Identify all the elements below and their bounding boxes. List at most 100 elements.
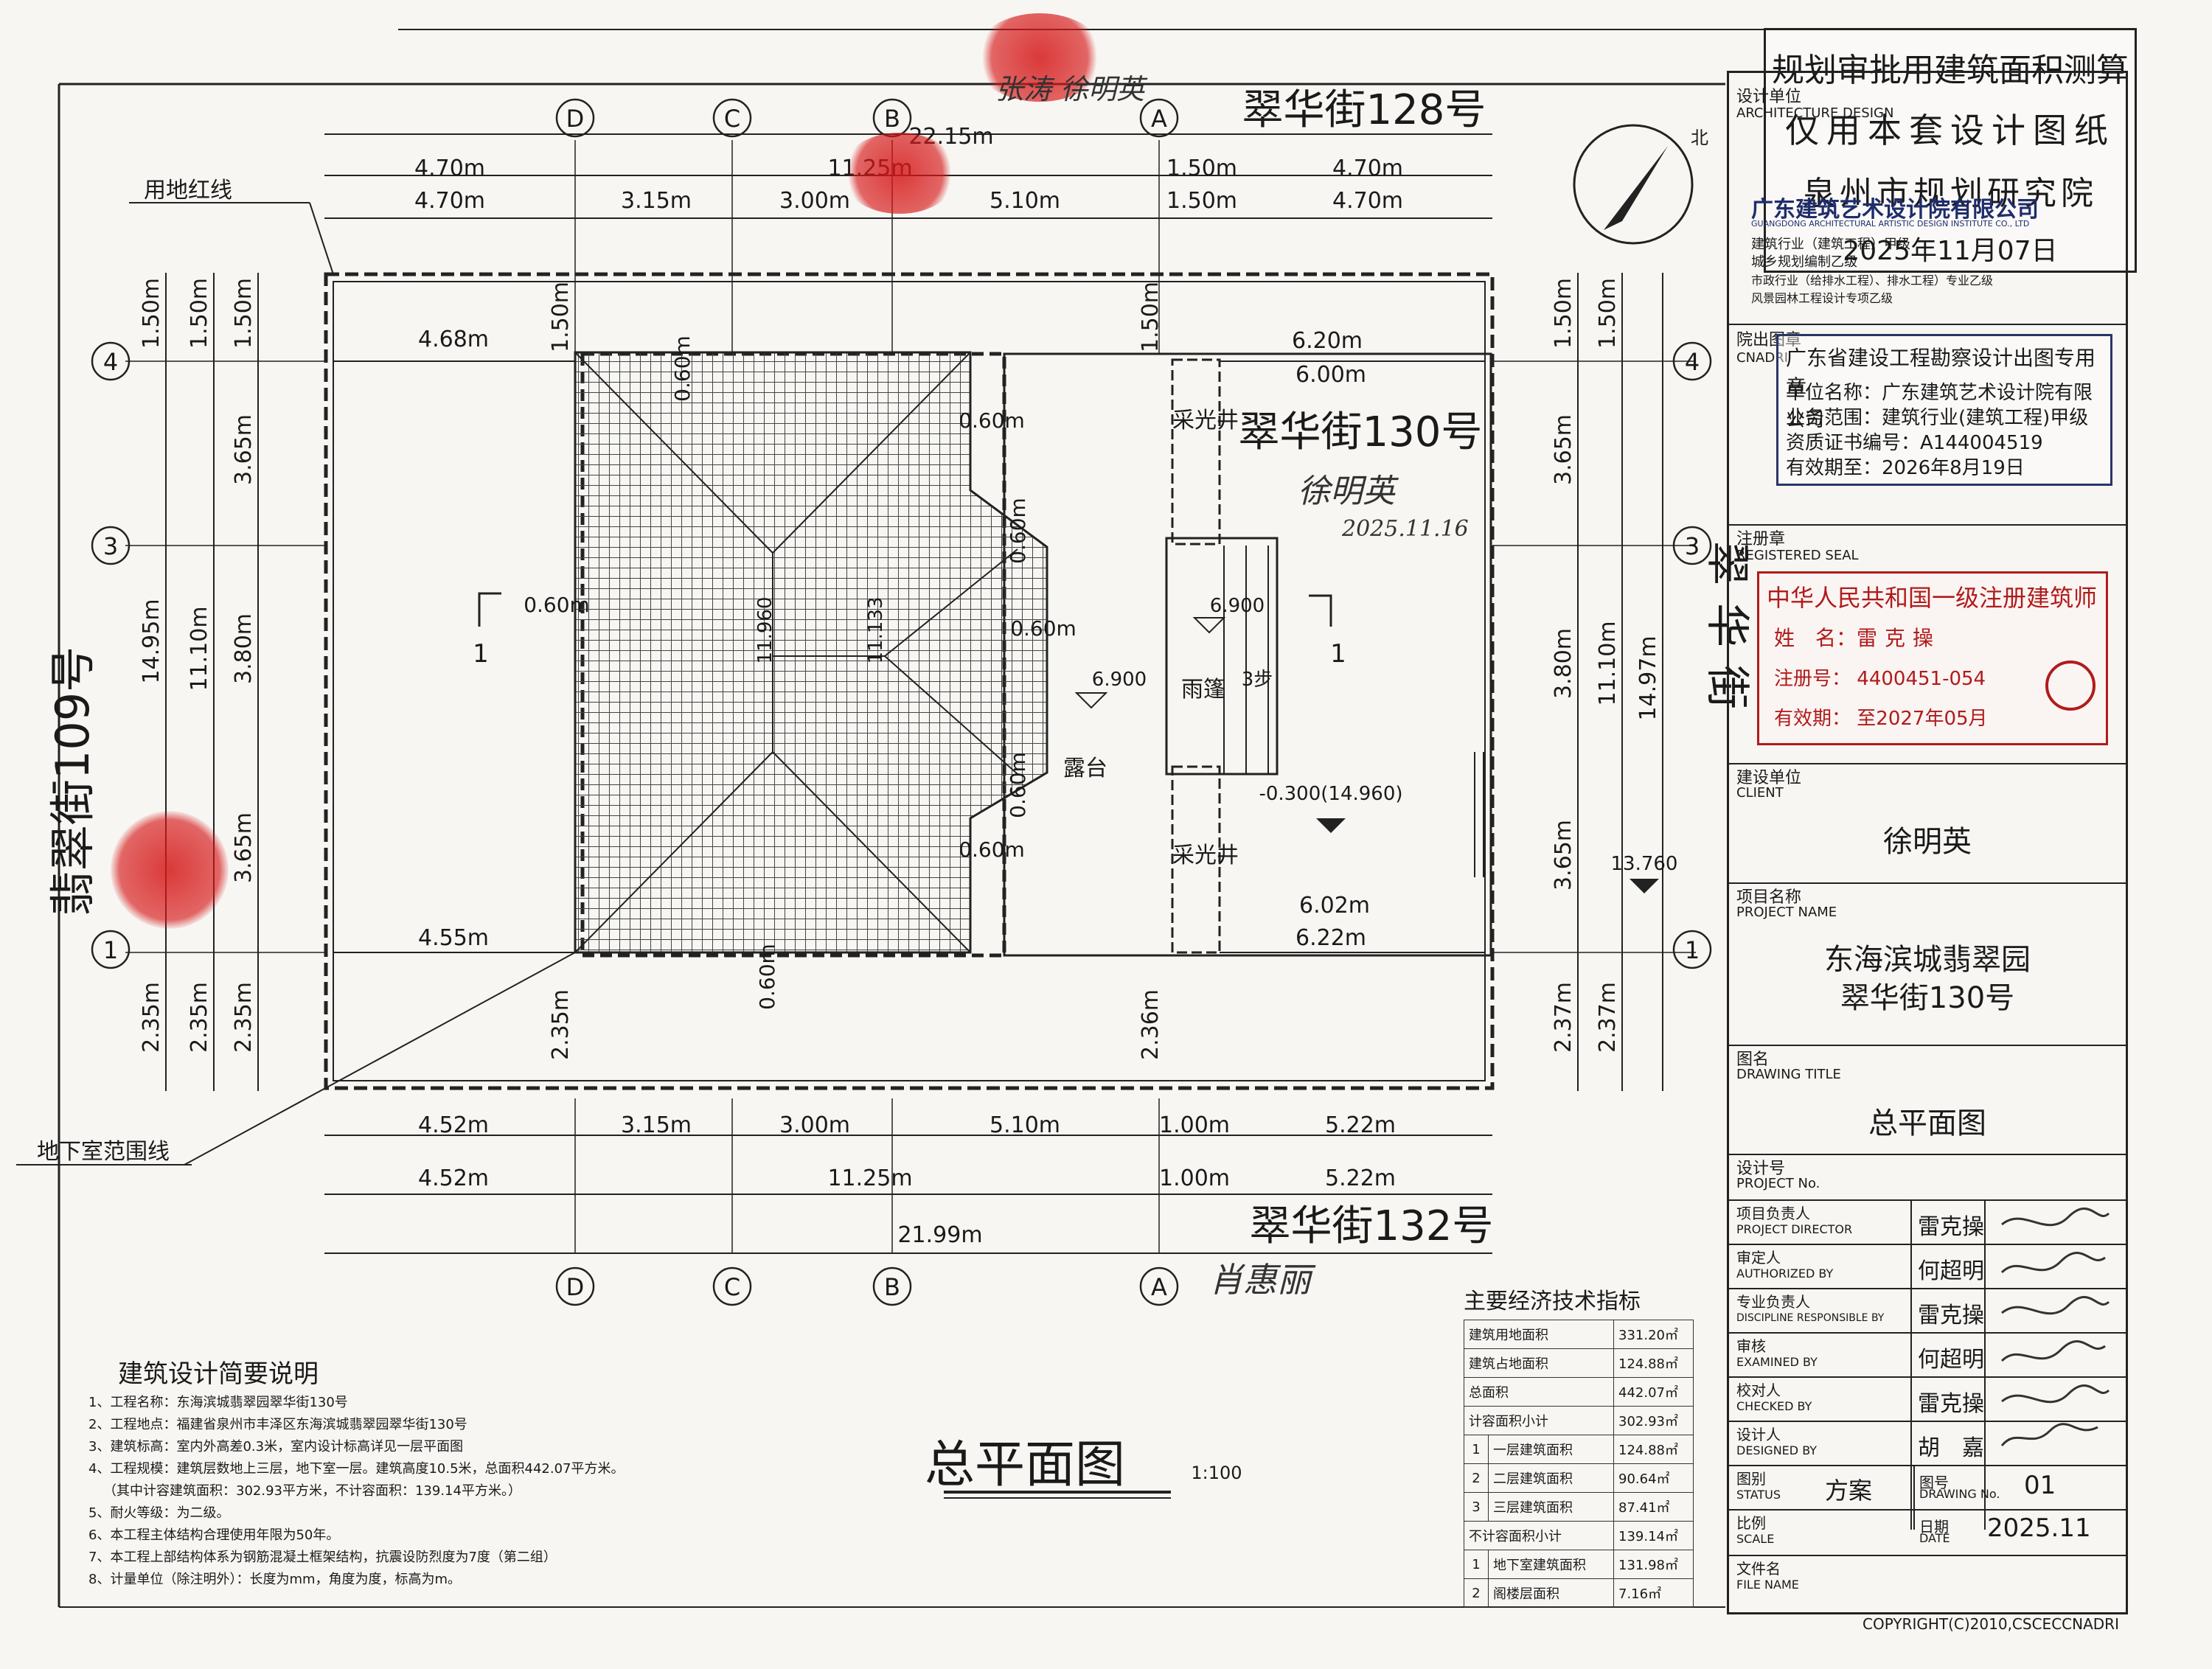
- design-notes: 建筑设计简要说明 1、工程名称：东海滨城翡翠园翠华街130号 2、工程地点：福建…: [88, 1356, 625, 1591]
- dim-455: 4.55m: [418, 925, 489, 951]
- dim-bot-r2-2: 1.00m: [1159, 1165, 1230, 1191]
- dim-622: 6.22m: [1295, 925, 1366, 951]
- architect-seal-stamp: 中华人民共和国一级注册建筑师 姓 名：雷克操 注册号： 4400451-054 …: [1757, 571, 2108, 745]
- stamp-line3: 泉州市规划研究院: [1803, 175, 2098, 212]
- north-label: 北: [1691, 128, 1708, 148]
- dim-right-inner-4: 2.37m: [1551, 982, 1576, 1053]
- status-label-en: STATUS: [1736, 1488, 1781, 1502]
- date-label: 日期: [1919, 1518, 1949, 1536]
- staff-3-label: 审核: [1736, 1337, 1766, 1355]
- client-label: 建设单位: [1736, 769, 1802, 787]
- dim-bot-r1-4: 1.00m: [1159, 1112, 1230, 1138]
- design-unit-name: 广东建筑艺术设计院有限公司: [1751, 197, 2039, 223]
- dim-left-inner-3: 3.65m: [231, 812, 257, 883]
- notes-line: 3、建筑标高：室内外高差0.3米，室内设计标高详见一层平面图: [88, 1439, 464, 1454]
- axis-bubbles-left: [91, 341, 131, 969]
- qual-2: 城乡规划编制乙级: [1751, 254, 1857, 270]
- axis-bottom-a: A: [1151, 1273, 1167, 1301]
- dim-bot-r2-0: 4.52m: [418, 1165, 489, 1191]
- dim-060-g: 0.60m: [959, 837, 1025, 862]
- scale-text: 1:100: [1191, 1463, 1242, 1483]
- dim-620: 6.20m: [1292, 328, 1363, 354]
- axis-bubbles-right: [1672, 341, 1712, 969]
- dim-left-outer-1: 14.95m: [139, 599, 164, 683]
- dim-right-outer-0: 14.97m: [1635, 635, 1661, 720]
- dim-bot-overall: 21.99m: [897, 1222, 982, 1248]
- steps-label: 3步: [1242, 669, 1273, 691]
- seal-block-label-en: CNADRI: [1736, 350, 1789, 366]
- client-label-en: CLIENT: [1736, 785, 1784, 801]
- file-name-label-en: FILE NAME: [1736, 1578, 1799, 1592]
- staff-5-name: 胡 嘉: [1918, 1435, 1984, 1461]
- dim-top-r2-2: 3.00m: [779, 188, 850, 214]
- dim-right-inner-0: 1.50m: [1551, 278, 1576, 349]
- axis-left-3: 3: [103, 532, 118, 560]
- dim-top-r2-5: 4.70m: [1332, 188, 1403, 214]
- dim-060-a: 0.60m: [670, 335, 695, 402]
- dim-right-inner-1: 3.65m: [1551, 414, 1576, 485]
- notes-line: （其中计容建筑面积：302.93平方米，不计容面积：139.14平方米。）: [103, 1483, 521, 1499]
- drawing-title-label: 图名: [1736, 1050, 1770, 1069]
- axis-right-1: 1: [1685, 936, 1700, 964]
- seal-unit: 单位名称：广东建筑艺术设计院有限公司: [1786, 382, 2093, 431]
- notes-line: 5、耐火等级：为二级。: [88, 1505, 230, 1521]
- reg-name-label: 姓 名：: [1774, 626, 1857, 650]
- ridge-elev-2: 11.133: [865, 597, 887, 664]
- axis-bubbles-bottom: [555, 1266, 1179, 1306]
- dim-left-mid-1: 11.10m: [187, 606, 212, 691]
- project-no-label: 设计号: [1736, 1160, 1786, 1178]
- north-arrow-icon: [1573, 124, 1694, 245]
- copyright: COPYRIGHT(C)2010,CSCECCNADRI: [1863, 1615, 2119, 1633]
- design-unit-label-en: ARCHITECTURE DESIGN: [1736, 105, 1894, 121]
- scale-label-en: SCALE: [1736, 1532, 1775, 1546]
- dim-top-r1-0: 4.70m: [414, 156, 485, 181]
- dim-236: 2.36m: [1138, 989, 1164, 1060]
- date-value: 2025.11: [1987, 1513, 2091, 1543]
- reg-title: 中华人民共和国一级注册建筑师: [1767, 584, 2098, 612]
- drawing-title-label-en: DRAWING TITLE: [1736, 1067, 1841, 1082]
- ridge-elev-1: 11.960: [754, 597, 776, 664]
- dim-left-inner-4: 2.35m: [231, 982, 257, 1053]
- dim-060-b: 0.60m: [959, 408, 1025, 433]
- axis-top-a: A: [1151, 105, 1167, 133]
- notes-line: 2、工程地点：福建省泉州市丰泽区东海滨城翡翠园翠华街130号: [88, 1417, 467, 1432]
- seal-valid: 有效期至：2026年8月19日: [1786, 457, 2025, 479]
- staff-0-name: 雷克操: [1918, 1214, 1984, 1240]
- staff-2-label-en: DISCIPLINE RESPONSIBLE BY: [1736, 1312, 1885, 1324]
- dim-top-r2-1: 3.15m: [621, 188, 692, 214]
- reg-no: 4400451-054: [1857, 668, 1986, 690]
- drawing-no-label: 图号: [1919, 1474, 1949, 1491]
- dim-bot-r2-3: 5.22m: [1325, 1165, 1396, 1191]
- basement-line-label: 地下室范围线: [37, 1139, 170, 1165]
- notes-line: 1、工程名称：东海滨城翡翠园翠华街130号: [88, 1395, 348, 1410]
- elev-13760: 13.760: [1611, 853, 1678, 875]
- elev-6900-canopy: 6.900: [1210, 595, 1265, 617]
- emblem-icon: [2045, 661, 2096, 711]
- staff-2-label: 专业负责人: [1736, 1293, 1810, 1311]
- axis-top-b: B: [884, 105, 900, 133]
- dim-left-mid-0: 1.50m: [187, 278, 212, 349]
- reg-seal-label-en: REGISTERED SEAL: [1736, 548, 1859, 563]
- red-seal-left: [111, 811, 229, 929]
- dim-bot-r1-5: 5.22m: [1325, 1112, 1396, 1138]
- dim-left-mid-2: 2.35m: [187, 982, 212, 1053]
- dim-060-f: 0.60m: [1006, 752, 1030, 818]
- notes-line: 4、工程规模：建筑层数地上三层，地下室一层。建筑高度10.5米，总面积442.0…: [88, 1461, 625, 1477]
- staff-5-label: 设计人: [1736, 1426, 1781, 1443]
- reg-name: 雷克操: [1857, 626, 1941, 650]
- dim-right-inner-2: 3.80m: [1551, 628, 1576, 699]
- red-seal-top-2: [841, 133, 959, 214]
- axis-top-c: C: [724, 105, 740, 133]
- axis-bottom-d: D: [566, 1273, 585, 1301]
- staff-1-label: 审定人: [1736, 1249, 1781, 1266]
- dim-right-mid-1: 11.10m: [1595, 621, 1621, 705]
- signature-top: 张涛 徐明英: [995, 73, 1145, 105]
- light-well-top: 采光井: [1172, 408, 1239, 433]
